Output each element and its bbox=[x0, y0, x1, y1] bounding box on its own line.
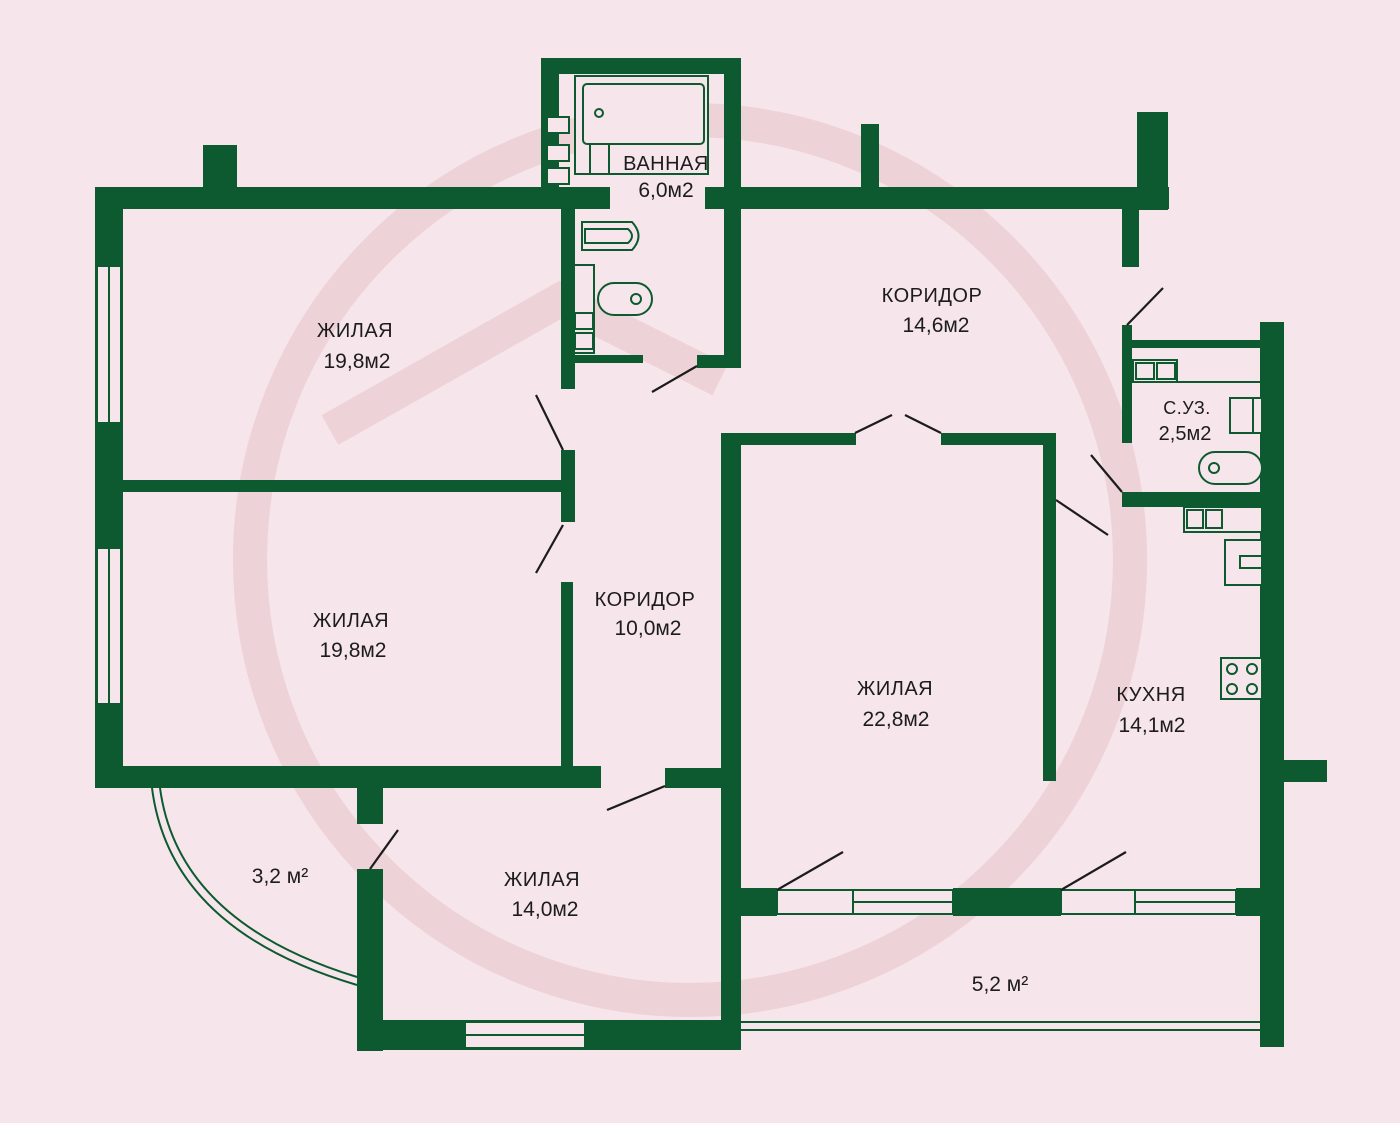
room-label-wc: С.УЗ. 2,5м2 bbox=[1159, 398, 1212, 445]
room-name: С.УЗ. bbox=[1163, 398, 1210, 418]
wc-shelf-icon bbox=[1132, 359, 1262, 383]
room-area: 19,8м2 bbox=[324, 350, 391, 373]
stove-icon bbox=[1220, 657, 1263, 700]
room-label-living1: ЖИЛАЯ 19,8м2 bbox=[317, 320, 393, 373]
room-area: 19,8м2 bbox=[320, 639, 387, 662]
room-label-living4: ЖИЛАЯ 14,0м2 bbox=[504, 869, 580, 921]
room-area: 22,8м2 bbox=[863, 708, 930, 731]
balcony-outlines bbox=[151, 787, 1260, 1031]
room-area: 14,1м2 bbox=[1119, 714, 1186, 737]
balcony-bottom-area: 5,2 м² bbox=[972, 973, 1028, 996]
watermark bbox=[233, 103, 1147, 1017]
room-area: 10,0м2 bbox=[615, 617, 682, 640]
kitchen-counter-icon bbox=[1183, 506, 1263, 586]
room-area: 14,0м2 bbox=[512, 898, 579, 921]
wc-sink-icon bbox=[1229, 397, 1263, 434]
door-swings bbox=[369, 287, 1164, 891]
balcony-left-area: 3,2 м² bbox=[252, 865, 308, 888]
room-area: 14,6м2 bbox=[903, 314, 970, 337]
windows bbox=[96, 265, 1237, 1049]
room-label-kitchen: КУХНЯ 14,1м2 bbox=[1116, 684, 1185, 737]
room-name: ЖИЛАЯ bbox=[504, 869, 580, 891]
room-label-corridor2: КОРИДОР 10,0м2 bbox=[595, 589, 696, 640]
toilet-icon bbox=[597, 282, 653, 316]
room-name: КУХНЯ bbox=[1116, 684, 1185, 706]
sink-icon bbox=[581, 221, 640, 251]
room-name: КОРИДОР bbox=[882, 285, 983, 307]
room-label-corridor1: КОРИДОР 14,6м2 bbox=[882, 285, 983, 337]
bath-shelf-icon bbox=[546, 116, 570, 185]
wc-toilet-icon bbox=[1198, 451, 1263, 485]
room-name: КОРИДОР bbox=[595, 589, 696, 611]
room-label-living3: ЖИЛАЯ 22,8м2 bbox=[857, 678, 933, 731]
room-area: 6,0м2 bbox=[638, 179, 693, 202]
room-name: ВАННАЯ bbox=[623, 153, 709, 175]
room-label-bath: ВАННАЯ 6,0м2 bbox=[623, 153, 709, 202]
room-label-living2: ЖИЛАЯ 19,8м2 bbox=[313, 610, 389, 662]
washer-icon bbox=[573, 264, 595, 354]
walls bbox=[95, 58, 1327, 1051]
room-name: ЖИЛАЯ bbox=[313, 610, 389, 632]
bathtub-icon bbox=[574, 75, 709, 175]
room-name: ЖИЛАЯ bbox=[317, 320, 393, 342]
room-name: ЖИЛАЯ bbox=[857, 678, 933, 700]
room-area: 2,5м2 bbox=[1159, 423, 1212, 445]
